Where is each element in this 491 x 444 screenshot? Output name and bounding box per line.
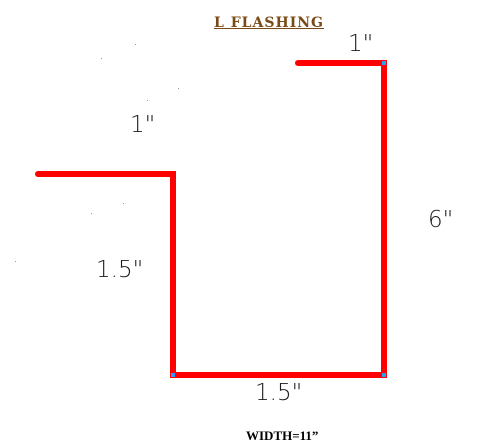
dimension-right-side: 6" xyxy=(428,207,454,233)
speck xyxy=(91,213,92,214)
speck xyxy=(123,203,124,204)
joint-marker-bottom-left xyxy=(171,373,175,377)
speck xyxy=(147,100,148,101)
speck xyxy=(178,88,179,89)
width-label: WIDTH=11” xyxy=(246,428,319,443)
profile-line xyxy=(35,60,387,378)
joint-marker-top-right xyxy=(382,61,386,65)
speck xyxy=(101,58,102,59)
dimension-top-lip: 1" xyxy=(348,31,374,57)
dimension-left-side: 1.5" xyxy=(96,257,144,283)
dimension-left-lip: 1" xyxy=(130,112,156,138)
joint-marker-bottom-right xyxy=(382,373,386,377)
dimension-bottom: 1.5" xyxy=(255,380,303,406)
diagram-title: L FLASHING xyxy=(214,15,325,31)
speck xyxy=(15,261,16,262)
speck xyxy=(135,44,136,45)
